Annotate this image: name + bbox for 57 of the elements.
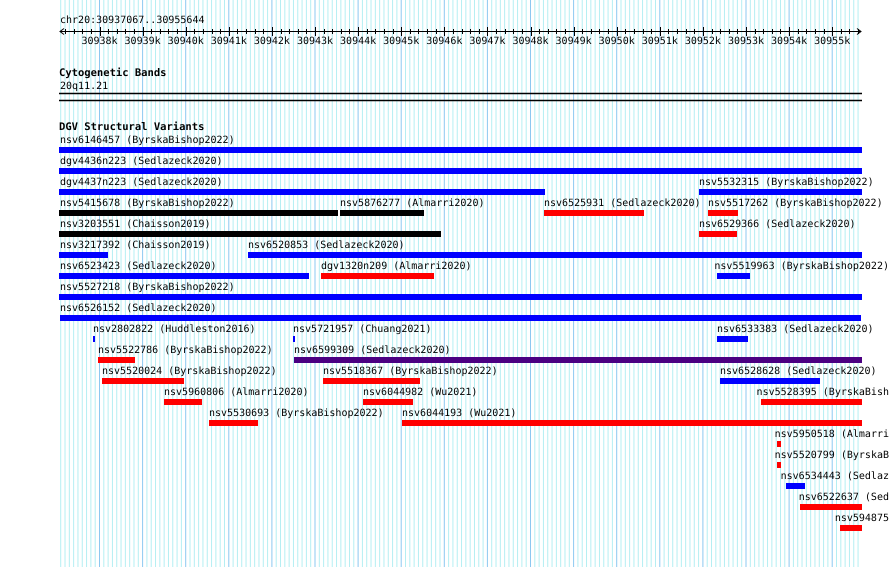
tick-label: 30938k [81,36,118,47]
tick-label: 30948k [512,36,549,47]
variant-label: nsv5721957 (Chuang2021) [293,324,432,335]
variant-label: nsv5517262 (ByrskaBishop2022) [708,198,883,209]
variant-label: nsv6520853 (Sedlazeck2020) [248,240,405,251]
variant-label: nsv6599309 (Sedlazeck2020) [294,345,451,356]
coordinate-range: chr20:30937067..30955644 [60,15,204,26]
tick-label: 30939k [124,36,161,47]
tick-label: 30949k [556,36,592,47]
variant-label: nsv5530693 (ByrskaBishop2022) [209,408,384,419]
variant-label: nsv3217392 (Chaisson2019) [60,240,211,251]
variant-label: nsv6525931 (Sedlazeck2020) [544,198,701,209]
tick-label: 30942k [254,36,290,47]
variant-label: nsv5520799 (ByrskaB [774,450,889,461]
tick-label: 30952k [684,36,721,47]
variant-label: nsv5518367 (ByrskaBishop2022) [323,366,498,377]
variant-label: nsv5527218 (ByrskaBishop2022) [60,282,235,293]
variant-label: nsv594875 [834,513,889,524]
tick-label: 30943k [296,36,334,47]
variant-label: nsv6526152 (Sedlazeck2020) [60,303,217,314]
tick-label: 30940k [168,36,204,47]
variant-label: nsv5532315 (ByrskaBishop2022) [699,177,874,188]
track-title: DGV Structural Variants [59,122,204,133]
variant-label: nsv5950518 (Almarri [774,429,889,440]
tick-label: 30950k [598,36,635,47]
variant-label: dgv1320n209 (Almarri2020) [321,261,472,272]
variant-label: nsv6534443 (Sedlaz [780,471,889,482]
variant-label: nsv6523423 (Sedlazeck2020) [60,261,217,272]
variant-label: nsv6522637 (Sed [798,492,889,503]
variant-label: nsv5876277 (Almarri2020) [340,198,484,209]
variant-label: nsv6044982 (Wu2021) [363,387,478,398]
tick-label: 30944k [340,36,376,47]
variant-label: nsv5522786 (ByrskaBishop2022) [98,345,273,356]
tick-label: 30954k [771,36,808,47]
variant-label: dgv4437n223 (Sedlazeck2020) [60,177,223,188]
variant-label: nsv6533383 (Sedlazeck2020) [717,324,874,335]
variant-label: nsv6044193 (Wu2021) [402,408,516,419]
tick-label: 30953k [728,36,764,47]
variant-label: nsv6146457 (ByrskaBishop2022) [60,135,235,146]
tick-label: 30946k [426,36,462,47]
tick-label: 30945k [383,36,420,47]
track-title: Cytogenetic Bands [59,68,166,79]
tick-label: 30955k [814,36,850,47]
variant-label: nsv5960806 (Almarri2020) [164,387,308,398]
variant-label: nsv5519963 (ByrskaBishop2022) [714,261,889,272]
variant-label: nsv5415678 (ByrskaBishop2022) [60,198,235,209]
variant-label: nsv5528395 (ByrskaBish [756,387,889,398]
variant-label: nsv2802822 (Huddleston2016) [93,324,256,335]
variant-label: nsv5520024 (ByrskaBishop2022) [102,366,277,377]
variant-label: nsv6529366 (Sedlazeck2020) [699,219,856,230]
variant-label: dgv4436n223 (Sedlazeck2020) [60,156,223,167]
tick-label: 30951k [642,36,678,47]
band-label: 20q11.21 [60,81,108,92]
tick-label: 30947k [469,36,506,47]
tick-label: 30941k [210,36,247,47]
variant-label: nsv3203551 (Chaisson2019) [60,219,211,230]
variant-label: nsv6528628 (Sedlazeck2020) [720,366,877,377]
